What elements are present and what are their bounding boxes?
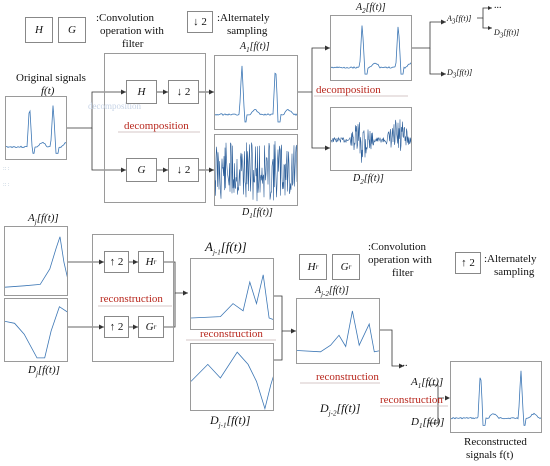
- reconstruction-label-3: reconstruction: [316, 371, 379, 383]
- ellipsis-bottom: ...: [400, 358, 408, 369]
- upsample-box-1: ↑ 2: [104, 251, 129, 273]
- d3-label: D3[f(t)]: [494, 28, 520, 40]
- legend-downsample-box: ↓ 2: [187, 11, 213, 33]
- legend-bottom-alt-text-1: :Alternately: [484, 253, 537, 265]
- aj-signal-plot: [4, 226, 68, 296]
- reconstructed-signal-plot: [450, 361, 542, 433]
- ellipsis-top: ...: [494, 0, 502, 11]
- reconstruction-group: [92, 234, 174, 362]
- legend-bottom-conv-text-2: operation with: [368, 254, 432, 266]
- original-signal-symbol: f(t): [41, 85, 55, 97]
- h-filter-box: H: [126, 80, 157, 104]
- aj1-signal-plot: [190, 258, 274, 330]
- legend-bottom-alt-text-2: sampling: [494, 266, 535, 278]
- g-filter-box: G: [126, 158, 157, 182]
- original-signal-plot: [5, 96, 67, 160]
- legend-conv-text-3: filter: [122, 38, 144, 50]
- tick-marks-2: :: :: [3, 182, 10, 188]
- a1-label: A1[f(t)]: [240, 41, 270, 54]
- decomposition-label-2: decomposition: [316, 84, 381, 96]
- dj2-label: Dj-2[f(t)]: [320, 401, 361, 418]
- reconstructed-label-1: Reconstructed: [464, 436, 527, 448]
- a2-label: A2[f(t)]: [356, 2, 386, 15]
- a1-signal-plot: [214, 55, 298, 130]
- d1-signal-plot: [214, 134, 298, 206]
- d2-label: D2[f(t)]: [353, 173, 384, 186]
- aj2-label: Aj-2[f(t)]: [315, 285, 349, 298]
- dj-label: Dj[f(t)]: [28, 364, 60, 379]
- d1-recon-label: D1[f(t)]: [411, 416, 445, 431]
- dj1-signal-plot: [190, 343, 274, 411]
- aj1-label: Aj-1[f(t)]: [205, 239, 247, 257]
- upsample-box-2: ↑ 2: [104, 316, 129, 338]
- d3-label-lower: D3[f(t)]: [447, 68, 473, 80]
- original-signal-label: Original signals: [16, 72, 86, 84]
- reconstructed-label-2: signals f(t): [466, 449, 514, 461]
- decomposition-group: [104, 53, 206, 203]
- tick-marks: :: :: [3, 166, 10, 172]
- a1-recon-label: A1[f(t)]: [411, 376, 444, 391]
- legend-upsample-box: ↑ 2: [455, 252, 481, 274]
- reconstruction-label-4: reconstruction: [380, 394, 443, 406]
- legend-alt-text-1: :Alternately: [217, 12, 270, 24]
- a3-label: A3[f(t)]: [447, 14, 472, 26]
- downsample-box-1: ↓ 2: [168, 80, 199, 104]
- legend-g-filter-box: G: [58, 17, 86, 43]
- reconstruction-label-2: reconstruction: [200, 328, 263, 340]
- legend-bottom-conv-text-3: filter: [392, 267, 414, 279]
- legend-conv-text-1: :Convolution: [96, 12, 155, 24]
- dj1-label: Dj-1[f(t)]: [210, 413, 251, 430]
- legend-h-filter-box: H: [25, 17, 53, 43]
- d2-signal-plot: [330, 107, 412, 171]
- faint-decomposition-label: decomposition: [88, 101, 141, 111]
- aj2-signal-plot: [296, 298, 380, 364]
- legend-alt-text-2: sampling: [227, 25, 268, 37]
- dj-signal-plot: [4, 298, 68, 362]
- reconstruction-label-1: reconstruction: [100, 293, 163, 305]
- downsample-box-2: ↓ 2: [168, 158, 199, 182]
- legend-bottom-conv-text-1: :Convolution: [368, 241, 427, 253]
- aj-label: Aj[f(t)]: [28, 212, 59, 227]
- legend-conv-text-2: operation with: [100, 25, 164, 37]
- d1-label: D1[f(t)]: [242, 207, 273, 220]
- a2-signal-plot: [330, 15, 412, 81]
- decomposition-label-1: decomposition: [124, 120, 189, 132]
